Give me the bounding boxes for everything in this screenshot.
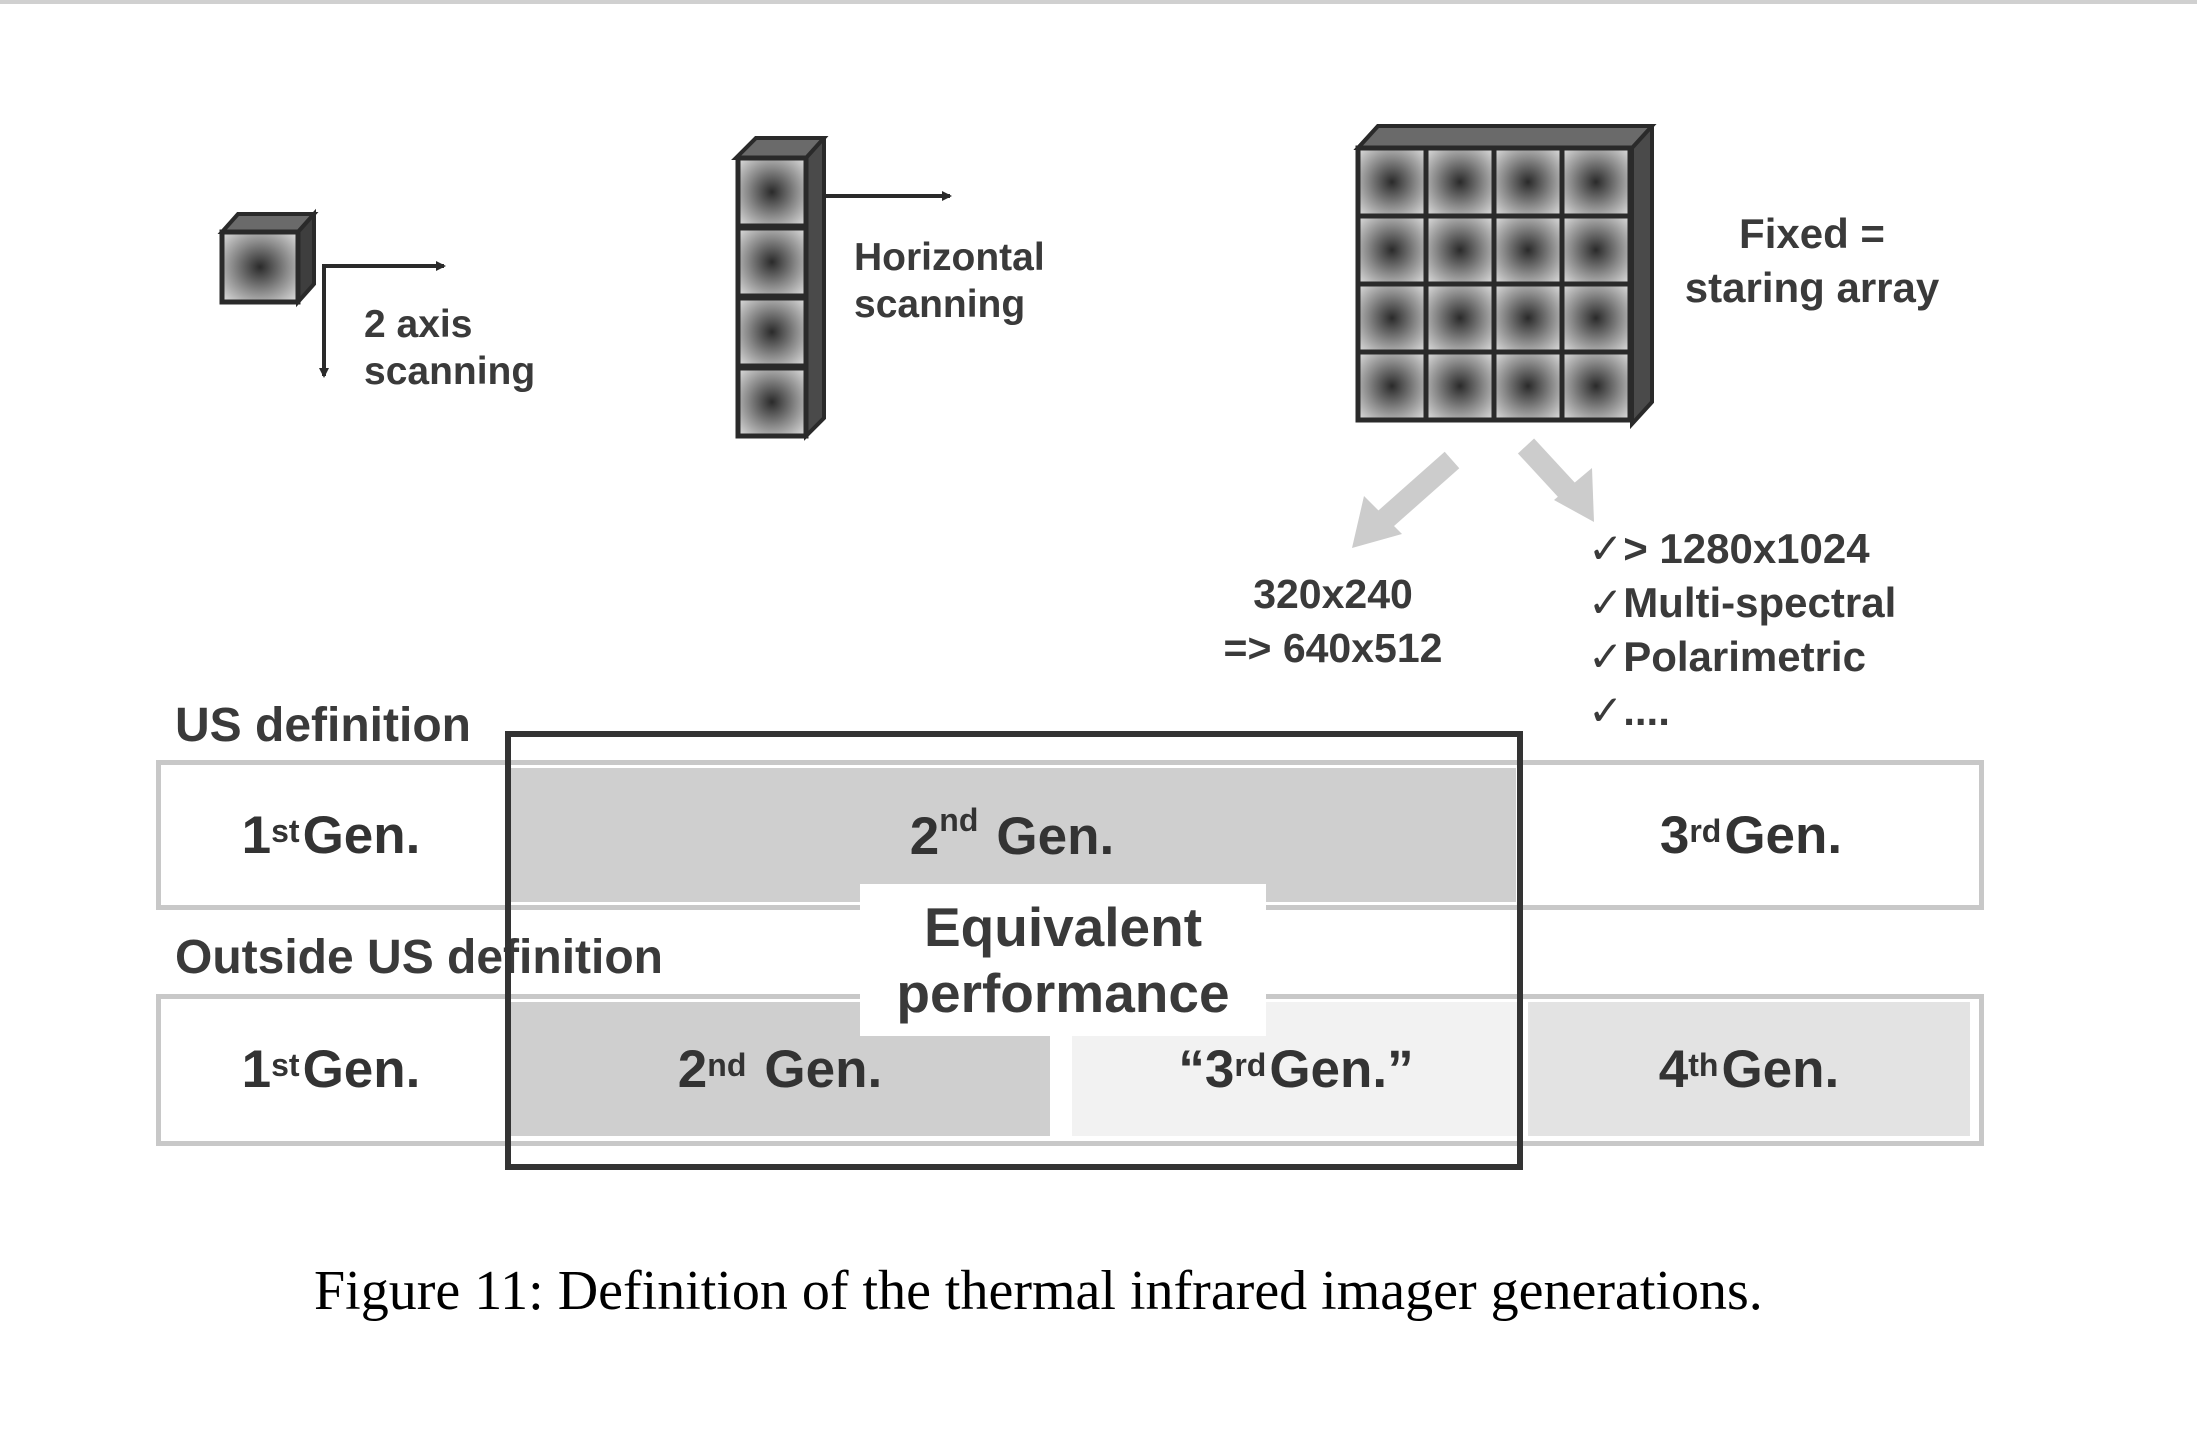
single-detector-icon [217,208,319,308]
us-definition-title: US definition [175,699,471,752]
staring-array-label: Fixed = staring array [1676,207,1948,315]
label-line: Fixed = [1739,210,1885,257]
gen-number: 3 [1659,805,1690,865]
resolution-right-list: ✓> 1280x1024 ✓Multi-spectral ✓Polarimetr… [1588,522,1896,738]
gen-number: 4 [1658,1039,1689,1099]
feature-item: ✓> 1280x1024 [1588,525,1870,572]
equivalent-performance-frame [505,731,1523,1170]
gen-ordinal: nd [939,802,979,838]
gen-label: Gen. [302,1039,421,1099]
label-line: performance [896,962,1230,1024]
resolution-left-label: 320x240 => 640x512 [1208,567,1458,675]
outside-gen4-fill [1528,1002,1970,1136]
feature-item: ✓.... [1588,687,1670,734]
gen-ordinal: th [1688,1046,1719,1083]
label-line: => 640x512 [1223,625,1443,671]
gen-ordinal: nd [707,1046,747,1083]
gen-label: Gen. [996,807,1115,866]
label-line: scanning [364,350,536,393]
staring-array-icon [1353,124,1657,430]
gen-label: Gen.” [1269,1039,1414,1099]
gen-number: 2 [909,807,940,866]
label-line: scanning [854,283,1026,326]
gen-label: Gen. [1721,1039,1840,1099]
page-top-border [0,0,2197,4]
label-line: Horizontal [854,236,1045,279]
gen-number: 2 [677,1039,708,1099]
label-line: staring array [1684,264,1940,311]
outside-us-definition-title: Outside US definition [175,931,663,984]
two-axis-arrows-icon [319,261,446,378]
horizontal-scanning-label: Horizontal scanning [854,234,1045,328]
arrow-down-right-icon [1517,438,1594,522]
figure-caption: Figure 11: Definition of the thermal inf… [314,1260,1763,1322]
gen-number: 1 [241,805,272,865]
gen-ordinal: st [271,1046,300,1083]
arrow-down-left-icon [1352,451,1460,548]
gen-number: “3 [1178,1039,1235,1099]
label-line: 320x240 [1253,571,1413,617]
us-gen2-fill [508,768,1516,902]
linear-array-icon [731,136,829,441]
equivalent-performance-label: Equivalent performance [860,884,1266,1036]
gen-ordinal: rd [1234,1046,1267,1083]
gen-number: 1 [241,1039,272,1099]
feature-item: ✓Multi-spectral [1588,579,1897,626]
gen-label: Gen. [764,1039,883,1099]
gen-ordinal: st [271,812,300,849]
gen-label: Gen. [1724,805,1843,865]
gen-label: Gen. [302,805,421,865]
label-line: 2 axis [364,303,473,346]
gen-ordinal: rd [1689,812,1722,849]
feature-item: ✓Polarimetric [1588,633,1866,680]
label-line: Equivalent [923,896,1203,958]
two-axis-scanning-label: 2 axis scanning [364,301,535,395]
